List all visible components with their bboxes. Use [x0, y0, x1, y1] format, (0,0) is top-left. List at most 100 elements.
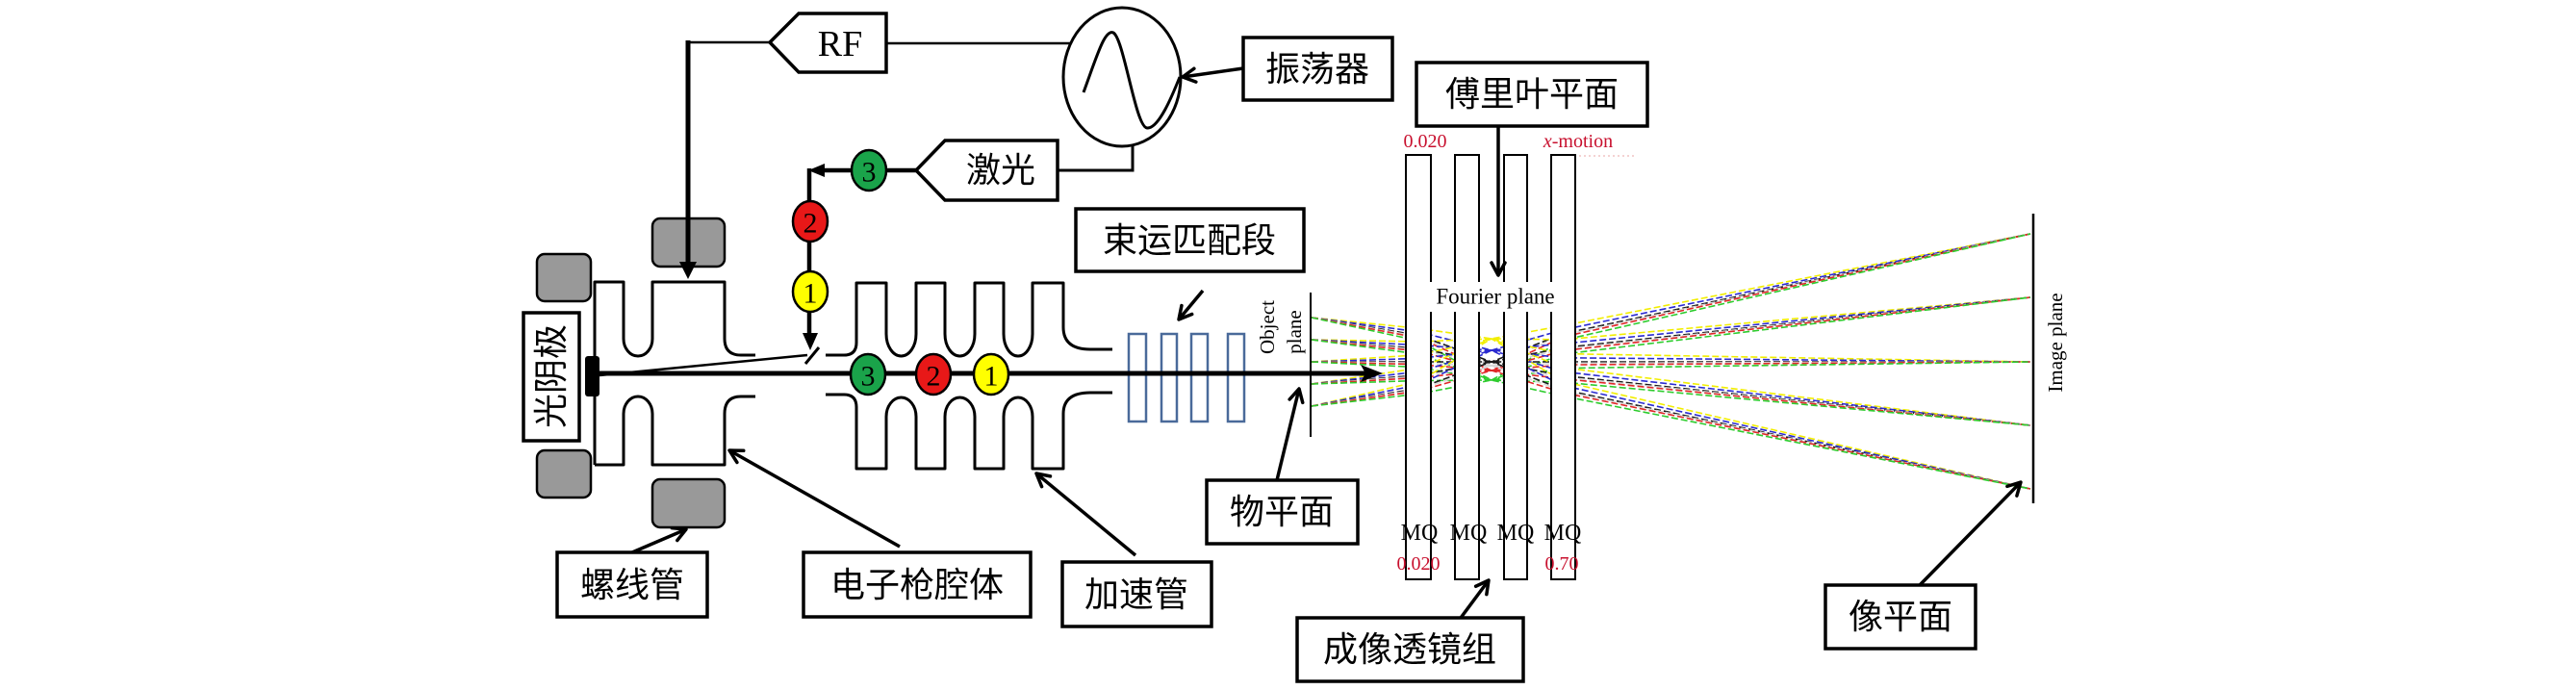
imaging-lens-group: MQ MQ MQ MQ 0.020 x-motion 0.020 0.70 成像… — [1295, 131, 1634, 683]
laser-arrowhead-down-icon — [803, 333, 818, 350]
solenoid-lower — [650, 477, 727, 529]
oscillator-callout: 振荡器 — [1181, 36, 1394, 102]
image-plane-label-box — [1824, 583, 1977, 651]
annotation-bottom-left: 0.020 — [1397, 553, 1441, 575]
gun-cavity-callout: 电子枪腔体 — [727, 448, 1033, 619]
bunch-number: 3 — [862, 157, 877, 189]
ray-path — [1311, 370, 2031, 426]
accelerator-tube — [826, 281, 1112, 471]
laser-arrowhead-left-icon — [808, 164, 825, 177]
matching-magnet — [1127, 332, 1148, 423]
accelerator-callout-arrow — [1034, 472, 1137, 557]
laser-source: 激光 — [599, 139, 1059, 377]
bunch-number: 1 — [803, 278, 818, 310]
sine-wave-icon — [1082, 31, 1182, 130]
beam-matching-label-box — [1074, 207, 1306, 273]
gun-cavity-lower — [595, 395, 755, 467]
rf-feed: RF — [688, 12, 1070, 74]
lens-label-1: MQ — [1401, 521, 1439, 546]
bunch-number: 2 — [927, 361, 941, 393]
ray-path — [1311, 349, 2031, 363]
bunch-number: 3 — [861, 361, 876, 393]
ray-fans — [1311, 233, 2031, 490]
lens-group-label-box — [1295, 616, 1525, 683]
x-motion-suffix: -motion — [1552, 131, 1613, 152]
bunch-number: 1 — [984, 361, 999, 393]
object-plane: Object plane 物平面 — [1205, 293, 1360, 546]
lens-label-2: MQ — [1450, 521, 1488, 546]
bunch-marker — [914, 352, 953, 396]
solenoid-upper-left — [535, 252, 593, 303]
bunch-marker — [791, 269, 829, 314]
accelerator-label-box — [1060, 560, 1213, 628]
ray-path — [1311, 296, 2031, 367]
object-plane-en-line1: Object — [1256, 300, 1279, 354]
laser-bunches: 3 2 1 — [791, 148, 888, 314]
annotation-bottom-right: 0.70 — [1545, 553, 1579, 575]
electron-bunches: 3 2 1 — [849, 352, 1010, 396]
accelerator-lower-wall — [826, 391, 1112, 471]
ray-path — [1311, 338, 2031, 490]
solenoid-label: 螺线管 — [580, 566, 684, 604]
laser-mirror — [803, 346, 821, 365]
object-plane-callout-arrow — [1275, 387, 1305, 481]
ray-path — [1311, 379, 2031, 490]
oscillator-label: 振荡器 — [1265, 50, 1369, 89]
annotation-top-left: 0.020 — [1404, 131, 1447, 152]
beam-matching-label: 束运匹配段 — [1103, 221, 1276, 260]
beam-matching-section: 束运匹配段 — [1074, 207, 1306, 423]
electron-gun: 光阴极 — [522, 40, 755, 529]
quadrupole-lens-1 — [1405, 154, 1432, 580]
solenoid-callout-arrow — [631, 525, 688, 554]
ray-path — [1311, 365, 2031, 426]
ray-path — [1311, 361, 2031, 381]
photocathode-label: 光阴极 — [532, 324, 571, 428]
rf-label: RF — [818, 24, 862, 64]
quadrupole-lens-2 — [1454, 154, 1480, 580]
oscillator — [1058, 6, 1183, 172]
gun-cavity-upper — [593, 280, 755, 465]
laser-tag-shape — [913, 139, 1059, 202]
ray-path — [1311, 338, 2031, 363]
ray-path — [1311, 365, 2031, 490]
lens-label-4: MQ — [1544, 521, 1582, 546]
image-plane: Image plane 像平面 — [1824, 214, 2067, 651]
solenoid-label-box — [555, 550, 709, 619]
ray-path — [1311, 361, 2031, 367]
lens-group-label: 成像透镜组 — [1323, 630, 1496, 669]
ray-path — [1311, 296, 2031, 343]
oscillator-to-laser-line — [1058, 145, 1135, 172]
accelerator-callout: 加速管 — [1034, 472, 1213, 628]
bunch-marker — [972, 352, 1010, 396]
laser-bunch-1: 1 — [791, 269, 829, 314]
matching-magnet — [1160, 332, 1179, 423]
electron-bunch-1: 1 — [972, 352, 1010, 396]
fourier-plane-label-box — [1415, 61, 1649, 128]
accelerator-upper-wall — [826, 281, 1112, 358]
ray-path — [1311, 233, 2031, 340]
bunch-number: 2 — [803, 208, 818, 240]
rf-input-arrowhead-icon — [679, 262, 697, 279]
image-plane-en: Image plane — [2044, 293, 2067, 392]
ray-path — [1311, 379, 2031, 426]
accelerator-label: 加速管 — [1084, 575, 1188, 614]
oscillator-icon — [1061, 6, 1183, 148]
beam-arrowhead-icon — [1361, 365, 1383, 382]
bunch-marker — [849, 352, 887, 396]
ray-path — [1311, 349, 2031, 426]
lens-label-3: MQ — [1497, 521, 1535, 546]
solenoid-lower-left — [535, 448, 593, 499]
oscillator-callout-arrow — [1181, 66, 1244, 84]
x-motion-variable: x — [1543, 131, 1552, 152]
matching-magnet — [1226, 332, 1246, 423]
fourier-plane-label: 傅里叶平面 — [1445, 75, 1619, 114]
photocathode — [585, 356, 599, 396]
oscillator-label-box — [1241, 36, 1394, 102]
gun-cavity-callout-arrow — [727, 448, 901, 549]
matching-magnet — [1189, 332, 1210, 423]
fourier-plane-en-bg — [1419, 282, 1571, 312]
bunch-marker — [791, 199, 829, 243]
laser-bunch-2: 2 — [791, 199, 829, 243]
annotation-x-motion: x-motion — [1543, 131, 1613, 152]
ray-path — [1311, 370, 2031, 490]
